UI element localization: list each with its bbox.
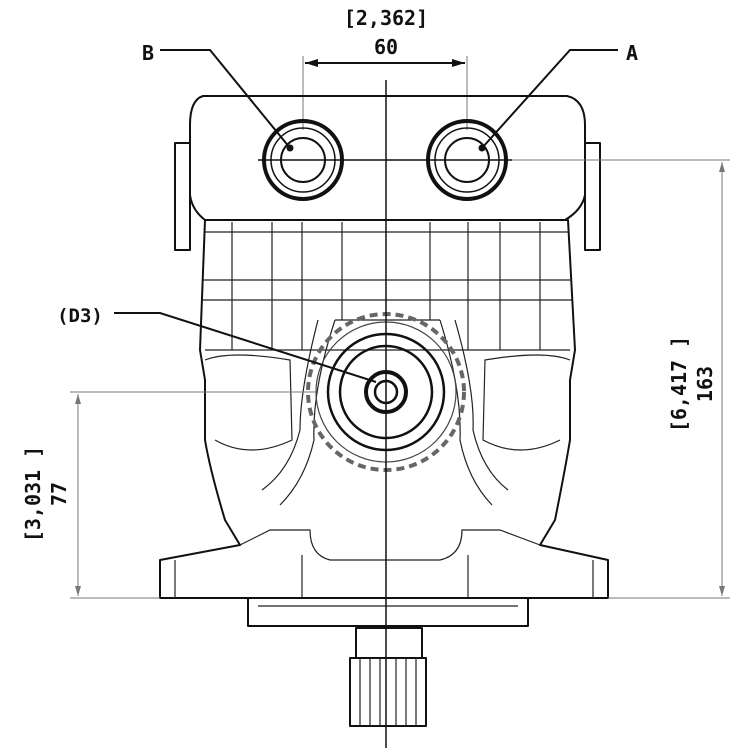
- arrow-down-icon: [75, 586, 81, 596]
- web-right-inner: [439, 319, 493, 506]
- shaft-spline: [349, 657, 427, 727]
- web-right-outer: [454, 319, 509, 491]
- cover-tab-left: [174, 142, 191, 251]
- port-d3-leader: [114, 312, 377, 383]
- port-a-label: A: [626, 41, 638, 65]
- total-height-mm-label: 163: [693, 366, 717, 402]
- main-housing: [159, 219, 609, 599]
- port-spacing-inch-label: [2,362]: [344, 6, 428, 30]
- mounting-pilot: [247, 597, 529, 627]
- cover-tab-right: [584, 142, 601, 251]
- port-spacing-dimension: [2,362] 60: [302, 6, 468, 130]
- port-b-leader: [160, 49, 291, 149]
- flange-upper-edge: [239, 529, 541, 561]
- shaft-height-mm-label: 77: [47, 482, 71, 506]
- arrow-left-icon: [305, 59, 318, 67]
- housing-bulge-left: [204, 354, 293, 451]
- arrow-right-icon: [452, 59, 465, 67]
- port-d3-label: (D3): [57, 305, 103, 327]
- port-a-dot-icon: [478, 144, 486, 152]
- pump-body: [159, 95, 609, 627]
- drive-shaft: [349, 627, 427, 727]
- housing-bulge-right: [482, 354, 571, 451]
- total-height-dimension: [6,417 ] 163: [512, 159, 730, 599]
- web-left-outer: [261, 319, 319, 491]
- arrow-up-icon: [75, 394, 81, 404]
- port-a-callout: A: [481, 41, 638, 149]
- port-d3-callout: (D3): [57, 305, 377, 383]
- arrow-up-icon: [719, 162, 725, 172]
- shaft-height-dimension: [3,031 ] 77: [21, 391, 315, 599]
- web-left-inner: [279, 319, 336, 506]
- port-a-leader: [481, 49, 618, 149]
- shaft-collar: [355, 627, 423, 659]
- cover-block: [189, 95, 586, 221]
- port-b-label: B: [142, 41, 154, 65]
- total-height-inch-label: [6,417 ]: [667, 336, 691, 432]
- shaft-height-inch-label: [3,031 ]: [21, 446, 45, 542]
- port-b-dot-icon: [286, 144, 294, 152]
- arrow-down-icon: [719, 586, 725, 596]
- port-spacing-mm-label: 60: [374, 35, 398, 59]
- port-b-callout: B: [142, 41, 291, 149]
